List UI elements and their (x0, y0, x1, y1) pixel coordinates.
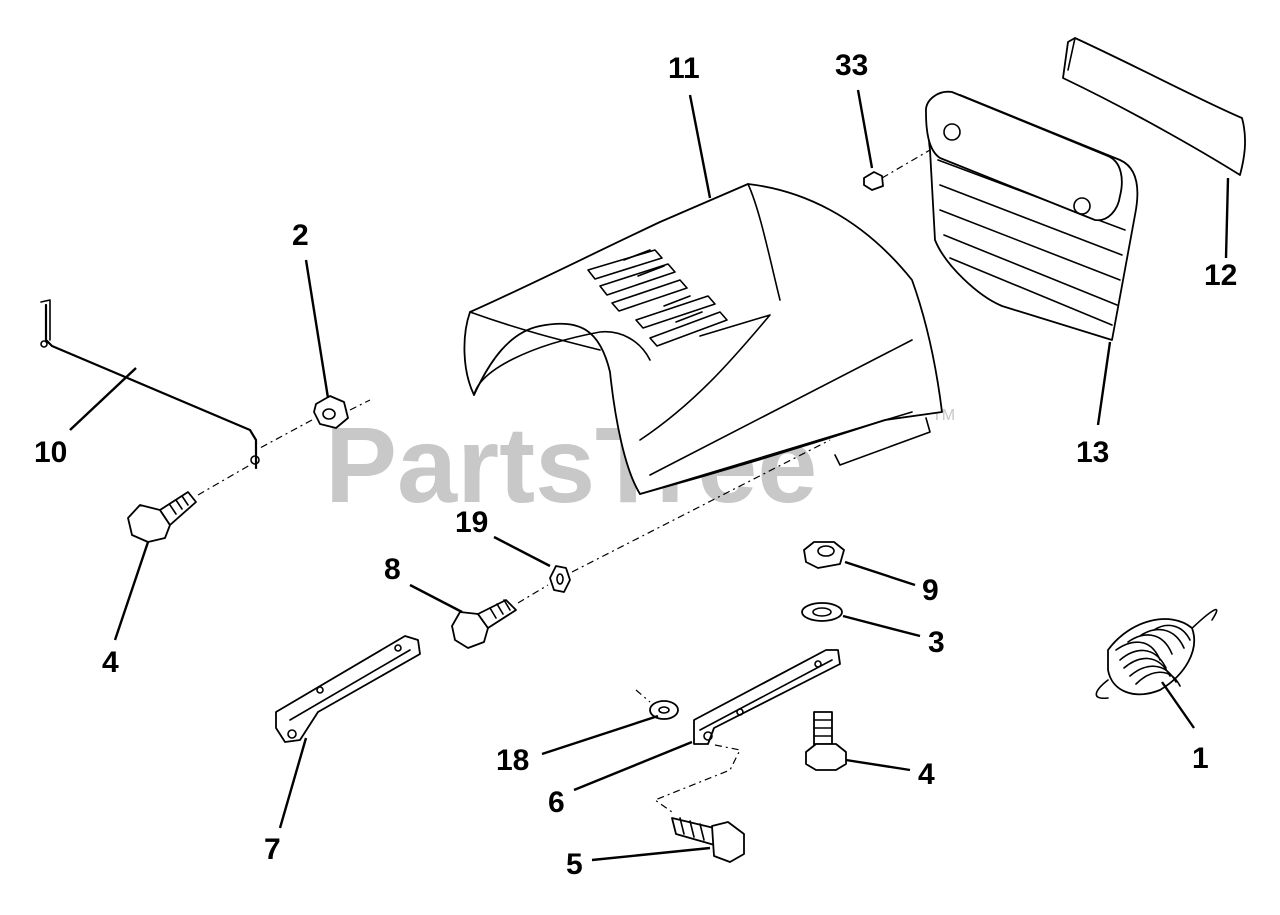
nut-part-9 (803, 541, 845, 569)
spring-part-1 (1095, 608, 1218, 700)
lock-washer-part-19 (517, 439, 831, 604)
bracket-part-6 (653, 649, 841, 813)
bracket-part-7 (275, 635, 421, 743)
callout-10: 10 (34, 436, 67, 469)
callout-2: 2 (292, 219, 309, 252)
callout-4-left: 4 (102, 646, 119, 679)
clip-part-33 (863, 149, 931, 191)
callout-33: 33 (835, 49, 868, 82)
spring-coils (1115, 624, 1191, 687)
callout-13: 13 (1076, 436, 1109, 469)
bolt-part-4-right (805, 711, 847, 771)
callout-18: 18 (496, 744, 529, 777)
leader-lines (69, 89, 1230, 862)
bolt-part-4-left (127, 464, 251, 543)
callout-4-right: 4 (918, 758, 935, 791)
callout-12: 12 (1204, 259, 1237, 292)
nut-part-2 (259, 395, 371, 449)
bolt-part-8 (451, 599, 517, 649)
callout-8: 8 (384, 553, 401, 586)
grille-part-13 (925, 90, 1139, 341)
callout-7: 7 (264, 833, 281, 866)
callout-numbers: 11 33 12 13 2 10 4 8 19 9 3 1 7 18 6 4 5 (34, 49, 1237, 881)
callout-9: 9 (922, 574, 939, 607)
callout-1: 1 (1192, 742, 1209, 775)
hood-vent-slots (587, 249, 728, 347)
callout-3: 3 (928, 626, 945, 659)
bolt-part-5 (671, 817, 745, 863)
callout-19: 19 (455, 506, 488, 539)
callout-11: 11 (668, 52, 700, 85)
washer-part-3 (801, 602, 843, 622)
rod-part-10 (40, 299, 260, 470)
panel-part-12 (1062, 37, 1246, 176)
callout-5: 5 (566, 848, 583, 881)
washer-part-18 (635, 689, 679, 720)
callout-6: 6 (548, 786, 565, 819)
hood-part-11 (463, 183, 943, 495)
